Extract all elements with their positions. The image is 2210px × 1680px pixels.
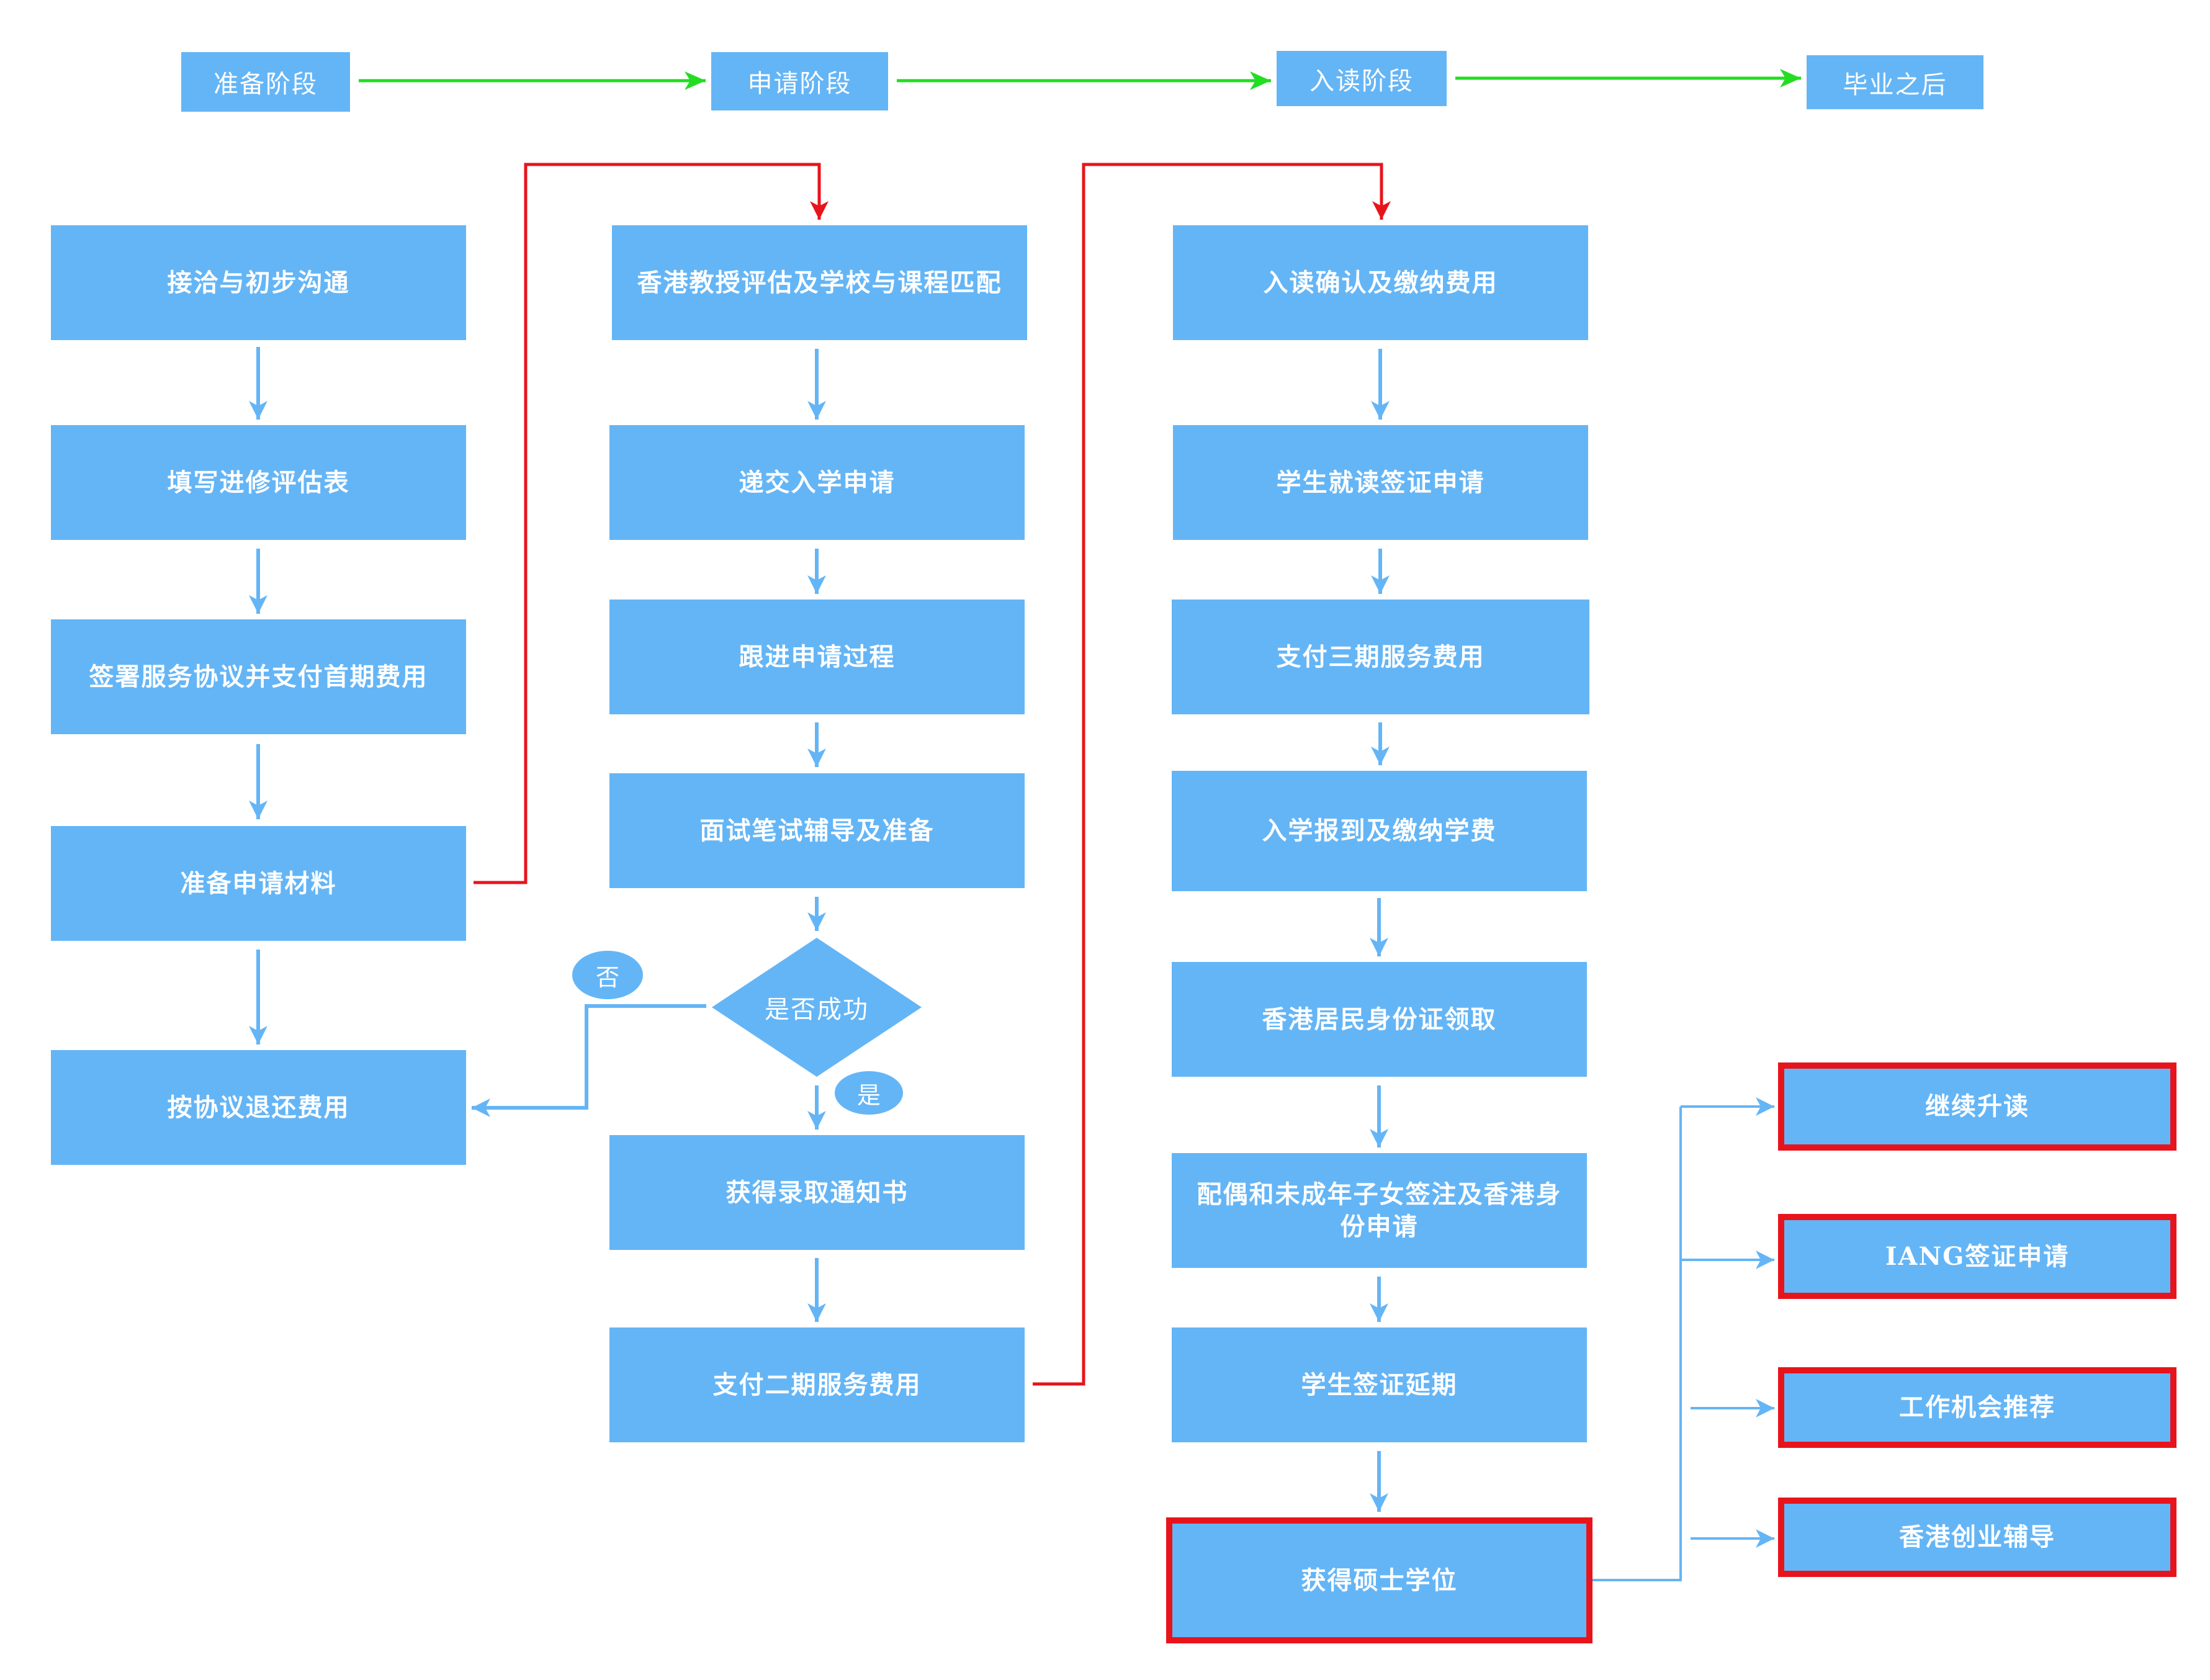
step-professor-evaluation: 香港教授评估及学校与课程匹配 [612, 225, 1027, 340]
stage-enrollment: 入读阶段 [1277, 51, 1447, 106]
step-interview-prep: 面试笔试辅导及准备 [609, 773, 1025, 888]
jump-line-prep-to-apply [474, 163, 829, 884]
step-assessment-form: 填写进修评估表 [51, 425, 466, 540]
step-masters-degree: 获得硕士学位 [1166, 1517, 1592, 1643]
stage-after-graduation: 毕业之后 [1807, 55, 1983, 109]
stage-application: 申请阶段 [711, 52, 888, 110]
option-startup-guidance: 香港创业辅导 [1778, 1498, 2176, 1577]
step-hk-id-card: 香港居民身份证领取 [1172, 962, 1587, 1077]
option-iang-visa: IANG签证申请 [1778, 1214, 2176, 1299]
step-sign-agreement: 签署服务协议并支付首期费用 [51, 619, 466, 734]
branch-trunk [1592, 1107, 1682, 1581]
step-visa-extension: 学生签证延期 [1172, 1327, 1587, 1442]
option-further-study: 继续升读 [1778, 1062, 2176, 1151]
decision-question: 是否成功 [765, 995, 869, 1024]
step-submit-application: 递交入学申请 [609, 425, 1025, 540]
decision-no-label: 否 [572, 951, 643, 999]
decision-yes-label: 是 [835, 1071, 903, 1115]
step-dependant-visa: 配偶和未成年子女签注及香港身份申请 [1172, 1153, 1587, 1268]
step-refund: 按协议退还费用 [51, 1050, 466, 1165]
stage-preparation: 准备阶段 [181, 52, 350, 112]
step-prepare-materials: 准备申请材料 [51, 826, 466, 941]
step-second-payment: 支付二期服务费用 [609, 1327, 1025, 1442]
step-third-payment: 支付三期服务费用 [1172, 600, 1589, 714]
step-student-visa: 学生就读签证申请 [1173, 425, 1588, 540]
jump-line-apply-to-enroll [1033, 163, 1391, 1386]
arrow-decision-no [472, 1004, 706, 1117]
step-enrollment-confirm: 入读确认及缴纳费用 [1173, 225, 1588, 340]
step-follow-up: 跟进申请过程 [609, 600, 1025, 714]
step-offer-letter: 获得录取通知书 [609, 1135, 1025, 1250]
step-registration-tuition: 入学报到及缴纳学费 [1172, 771, 1587, 891]
decision-diamond [712, 938, 922, 1077]
option-job-referral: 工作机会推荐 [1778, 1367, 2176, 1448]
step-initial-contact: 接洽与初步沟通 [51, 225, 466, 340]
